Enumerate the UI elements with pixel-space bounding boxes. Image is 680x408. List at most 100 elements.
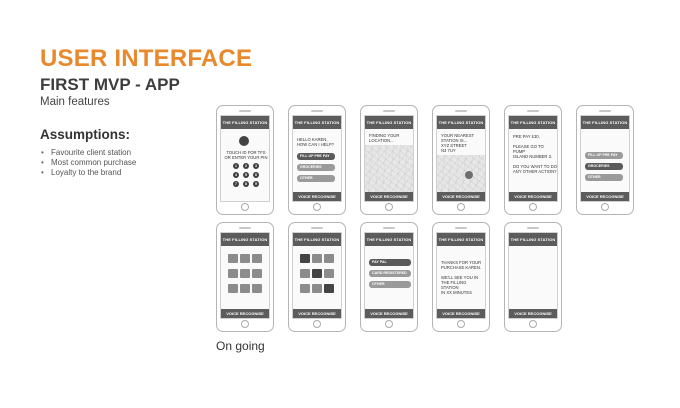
phone-mockup-grocery-selected: THE FILLING STATION VOICE RECOGNISE [288, 222, 346, 332]
option-other[interactable]: OTHER [369, 281, 411, 288]
screen-login: THE FILLING STATION TOUCH ID FOR TFS OR … [220, 115, 270, 202]
page-subtitle: FIRST MVP - APP [40, 75, 180, 94]
option-pay-pal[interactable]: PAY PAL [369, 259, 411, 266]
home-button [457, 320, 465, 328]
product-tile[interactable] [324, 254, 334, 263]
screen-grocery-selected: THE FILLING STATION VOICE RECOGNISE [292, 232, 342, 319]
voice-recognise-bar[interactable]: VOICE RECOGNISE [221, 309, 269, 318]
product-tile[interactable] [300, 269, 310, 278]
app-header: THE FILLING STATION [293, 116, 341, 129]
keypad-key[interactable]: 9 [253, 181, 259, 187]
assumptions-list: Favourite client station Most common pur… [40, 148, 136, 178]
keypad-key[interactable]: 4 [233, 172, 239, 178]
option-other[interactable]: OTHER [297, 175, 335, 182]
phone-mockup-greeting: THE FILLING STATION HELLO KAREN, HOW CAN… [288, 105, 346, 215]
speaker-grille [311, 227, 323, 229]
speaker-grille [599, 110, 611, 112]
home-button [241, 203, 249, 211]
screen-thanks: THE FILLING STATION THANKS FOR YOUR PURC… [436, 232, 486, 319]
speaker-grille [311, 110, 323, 112]
voice-recognise-bar[interactable]: VOICE RECOGNISE [437, 192, 485, 201]
product-tile[interactable] [312, 254, 322, 263]
product-tile[interactable] [252, 284, 262, 293]
home-button [529, 320, 537, 328]
keypad-key[interactable]: 1 [233, 163, 239, 169]
home-button [313, 203, 321, 211]
option-card-registered[interactable]: CARD REGISTERED [369, 270, 411, 277]
product-tile-selected[interactable] [312, 269, 322, 278]
section-label: Main features [40, 96, 110, 108]
assumption-item: Most common purchase [40, 158, 136, 168]
app-header: THE FILLING STATION [509, 233, 557, 246]
thanks-text: THANKS FOR YOUR PURCHASE KAREN. WE'LL SE… [441, 260, 482, 295]
screen-finding-location: THE FILLING STATION FINDING YOUR LOCATIO… [364, 115, 414, 202]
speaker-grille [527, 227, 539, 229]
product-tile[interactable] [312, 284, 322, 293]
phone-mockup-prepay-confirm: THE FILLING STATION PRE PAY £30. PLEASE … [504, 105, 562, 215]
phone-mockup-finding-location: THE FILLING STATION FINDING YOUR LOCATIO… [360, 105, 418, 215]
login-instruction: TOUCH ID FOR TFS OR ENTER YOUR PIN [224, 150, 268, 160]
home-button [457, 203, 465, 211]
speaker-grille [383, 227, 395, 229]
home-button [313, 320, 321, 328]
speaker-grille [383, 110, 395, 112]
app-header: THE FILLING STATION [221, 116, 269, 129]
keypad-key[interactable]: 8 [243, 181, 249, 187]
keypad-key[interactable]: 3 [253, 163, 259, 169]
product-tile[interactable] [240, 254, 250, 263]
prepay-confirm-text: PRE PAY £30. PLEASE GO TO PUMP ISLAND NU… [513, 134, 557, 174]
voice-recognise-bar[interactable]: VOICE RECOGNISE [509, 192, 557, 201]
home-button [529, 203, 537, 211]
product-tile[interactable] [252, 254, 262, 263]
screen-prepay-confirm: THE FILLING STATION PRE PAY £30. PLEASE … [508, 115, 558, 202]
phone-mockup-blank: THE FILLING STATION VOICE RECOGNISE [504, 222, 562, 332]
speaker-grille [455, 227, 467, 229]
product-tile[interactable] [228, 284, 238, 293]
page-title: USER INTERFACE [40, 45, 253, 72]
product-tile[interactable] [300, 284, 310, 293]
speaker-grille [455, 110, 467, 112]
product-tile[interactable] [228, 254, 238, 263]
fingerprint-icon[interactable] [239, 136, 249, 146]
option-groceries[interactable]: GROCERIES [585, 163, 623, 170]
product-tile[interactable] [240, 284, 250, 293]
keypad-key[interactable]: 5 [243, 172, 249, 178]
screen-greeting: THE FILLING STATION HELLO KAREN, HOW CAN… [292, 115, 342, 202]
product-tile[interactable] [240, 269, 250, 278]
map-view[interactable] [365, 145, 413, 194]
map-view[interactable] [437, 155, 485, 194]
speaker-grille [239, 227, 251, 229]
assumption-item: Favourite client station [40, 148, 136, 158]
app-header: THE FILLING STATION [221, 233, 269, 246]
assumption-item: Loyalty to the brand [40, 168, 136, 178]
voice-recognise-bar[interactable]: VOICE RECOGNISE [581, 192, 629, 201]
phone-mockup-other-action: THE FILLING STATION FILL UP PRE PAY GROC… [576, 105, 634, 215]
product-tile[interactable] [228, 269, 238, 278]
product-tile-selected[interactable] [324, 284, 334, 293]
product-tile[interactable] [252, 269, 262, 278]
voice-recognise-bar[interactable]: VOICE RECOGNISE [293, 192, 341, 201]
location-pin-icon [465, 171, 473, 179]
screen-other-action: THE FILLING STATION FILL UP PRE PAY GROC… [580, 115, 630, 202]
option-other[interactable]: OTHER [585, 174, 623, 181]
voice-recognise-bar[interactable]: VOICE RECOGNISE [437, 309, 485, 318]
keypad-key[interactable]: 7 [233, 181, 239, 187]
option-groceries[interactable]: GROCERIES [297, 164, 335, 171]
phone-mockup-thanks: THE FILLING STATION THANKS FOR YOUR PURC… [432, 222, 490, 332]
keypad-key[interactable]: 2 [243, 163, 249, 169]
product-tile[interactable] [324, 269, 334, 278]
voice-recognise-bar[interactable]: VOICE RECOGNISE [509, 309, 557, 318]
finding-location-text: FINDING YOUR LOCATION... [369, 133, 400, 143]
speaker-grille [527, 110, 539, 112]
voice-recognise-bar[interactable]: VOICE RECOGNISE [293, 309, 341, 318]
option-fill-up-pre-pay[interactable]: FILL UP PRE PAY [585, 152, 623, 159]
voice-recognise-bar[interactable]: VOICE RECOGNISE [365, 192, 413, 201]
voice-recognise-bar[interactable]: VOICE RECOGNISE [365, 309, 413, 318]
option-fill-up-pre-pay[interactable]: FILL UP PRE PAY [297, 153, 335, 160]
product-tile-selected[interactable] [300, 254, 310, 263]
keypad-key[interactable]: 6 [253, 172, 259, 178]
home-button [385, 320, 393, 328]
home-button [601, 203, 609, 211]
greeting-text: HELLO KAREN, HOW CAN I HELP? [297, 137, 334, 147]
screen-grocery-grid: THE FILLING STATION VOICE RECOGNISE [220, 232, 270, 319]
